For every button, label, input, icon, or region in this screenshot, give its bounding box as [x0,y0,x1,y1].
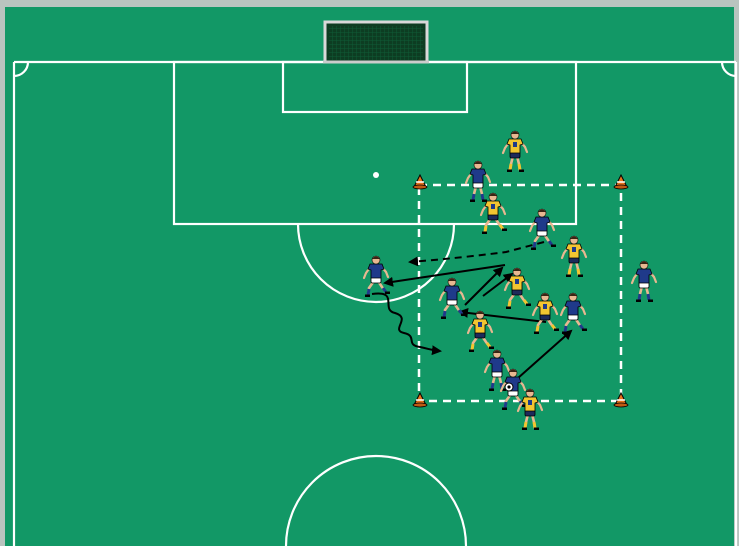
goal-net-icon [323,22,429,62]
soccer-ball-icon [505,383,513,391]
pitch-surface [5,7,734,546]
penalty-spot [373,172,379,178]
ball-layer [505,383,513,391]
